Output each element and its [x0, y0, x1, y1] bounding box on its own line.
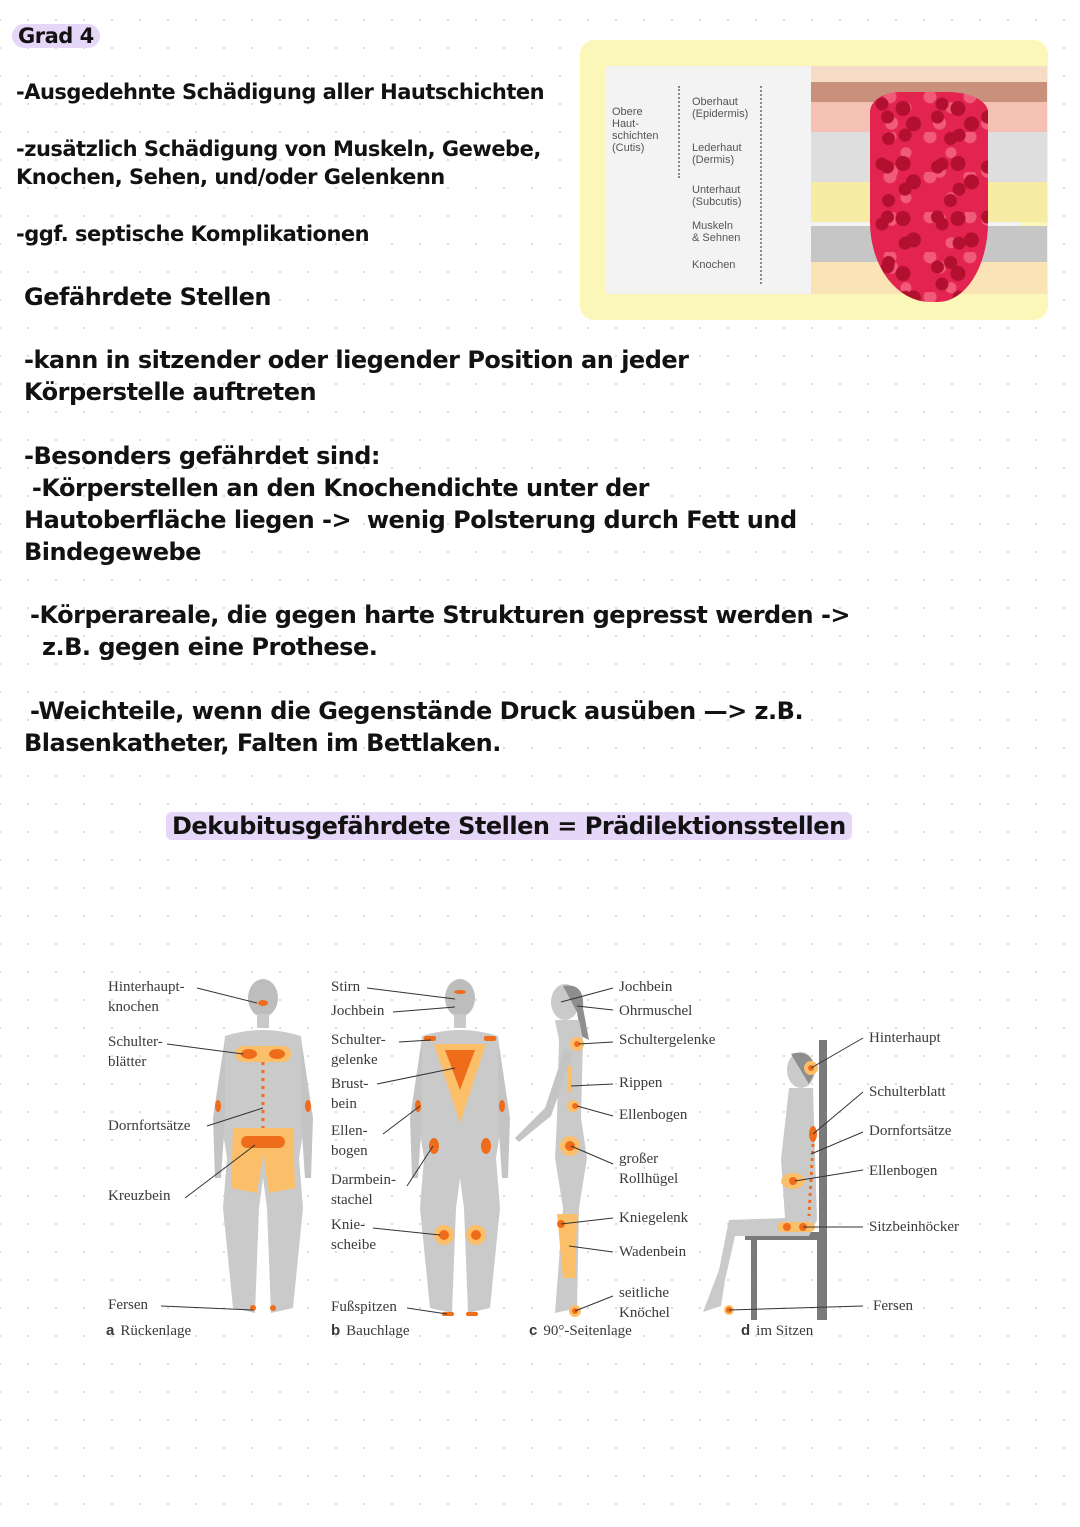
- label-schultergelenke-c: Schultergelenke: [619, 1032, 716, 1048]
- layer-label-dermis: Lederhaut(Dermis): [692, 142, 742, 167]
- label-seitliche-knoechel: seitliche Knöchel: [619, 1285, 670, 1321]
- label-schulterblatt: Schulterblatt: [869, 1084, 946, 1100]
- label-hinterhaupt: Hinterhaupt: [869, 1030, 941, 1046]
- sites-p4-line2: Blasenkatheter, Falten im Bettlaken.: [24, 729, 501, 757]
- layer-label-epidermis: Oberhaut(Epidermis): [692, 96, 749, 121]
- body-silhouettes-icon: [160, 979, 864, 1320]
- sites-p4-line1: -Weichteile, wenn die Gegenstände Druck …: [30, 697, 804, 725]
- label-jochbein-c: Jochbein: [619, 979, 673, 995]
- label-hinterhauptknochen: Hinterhaupt- knochen: [108, 979, 185, 1015]
- predilection-heading: Dekubitusgefährdete Stellen = Prädilekti…: [166, 812, 852, 840]
- label-kreuzbein: Kreuzbein: [108, 1188, 171, 1204]
- pressure-ulcer-wound: [870, 92, 988, 302]
- label-ellenbogen-d: Ellenbogen: [869, 1163, 938, 1179]
- sites-title: Gefährdete Stellen: [24, 283, 271, 311]
- layer-bracket: [760, 86, 762, 284]
- sites-p2-line2: -Körperstellen an den Knochendichte unte…: [24, 474, 650, 502]
- label-ellenbogen-c: Ellenbogen: [619, 1107, 688, 1123]
- sites-p3-line2: z.B. gegen eine Prothese.: [42, 633, 378, 661]
- label-fersen-a: Fersen: [108, 1297, 148, 1313]
- grade-bullet-2b: Knochen, Sehen, und/oder Gelenkenn: [16, 165, 445, 189]
- label-darmbeinstachel: Darmbein- stachel: [331, 1172, 396, 1208]
- label-kniegelenk: Kniegelenk: [619, 1210, 689, 1226]
- label-jochbein-b: Jochbein: [331, 1003, 385, 1019]
- sites-p3-line1: -Körperareale, die gegen harte Strukture…: [30, 601, 851, 629]
- grade-bullet-1: -Ausgedehnte Schädigung aller Hautschich…: [16, 80, 545, 104]
- label-grosser-rollhuegel: großer Rollhügel: [619, 1151, 679, 1187]
- label-wadenbein: Wadenbein: [619, 1244, 687, 1260]
- label-dornfortsaetze: Dornfortsätze: [108, 1118, 191, 1134]
- sites-p2-line4: Bindegewebe: [24, 538, 201, 566]
- label-schultergelenke-b: Schulter- gelenke: [331, 1032, 386, 1068]
- pressure-points-figure: Hinterhaupt- knochen Schulter- blätter D…: [95, 970, 995, 1350]
- label-rippen: Rippen: [619, 1075, 663, 1091]
- label-kniescheibe: Knie- scheibe: [331, 1217, 376, 1253]
- skin-layers-diagram: Obere Haut- schichten (Cutis) Oberhaut(E…: [580, 40, 1048, 320]
- label-schulterblaetter: Schulter- blätter: [108, 1034, 163, 1070]
- label-dornfortsaetze-d: Dornfortsätze: [869, 1123, 952, 1139]
- layer-label-subcutis: Unterhaut(Subcutis): [692, 184, 742, 209]
- label-fussspitzen: Fußspitzen: [331, 1299, 397, 1315]
- cutis-label: Obere Haut- schichten (Cutis): [612, 106, 659, 155]
- sites-p2-line3: Hautoberfläche liegen -> wenig Polsterun…: [24, 506, 797, 534]
- label-brustbein: Brust- bein: [331, 1076, 369, 1112]
- layer-label-bone: Knochen: [692, 259, 736, 271]
- label-fersen-d: Fersen: [873, 1298, 913, 1314]
- layer-top: [811, 66, 1047, 82]
- sites-p1-line1: -kann in sitzender oder liegender Positi…: [24, 346, 689, 374]
- sites-p2-line1: -Besonders gefährdet sind:: [24, 442, 381, 470]
- label-ellenbogen-b: Ellen- bogen: [331, 1123, 368, 1159]
- sites-p1-line2: Körperstelle auftreten: [24, 378, 317, 406]
- skin-diagram-panel: Obere Haut- schichten (Cutis) Oberhaut(E…: [606, 66, 1047, 302]
- cutis-bracket: [678, 86, 680, 178]
- label-sitzbeinhoecker: Sitzbeinhöcker: [869, 1219, 959, 1235]
- label-stirn: Stirn: [331, 979, 361, 995]
- grade-title: Grad 4: [12, 24, 100, 49]
- layer-label-muscles: Muskeln& Sehnen: [692, 220, 741, 245]
- grade-bullet-3: -ggf. septische Komplikationen: [16, 222, 370, 246]
- label-ohrmuschel: Ohrmuschel: [619, 1003, 693, 1019]
- grade-bullet-2a: -zusätzlich Schädigung von Muskeln, Gewe…: [16, 137, 541, 161]
